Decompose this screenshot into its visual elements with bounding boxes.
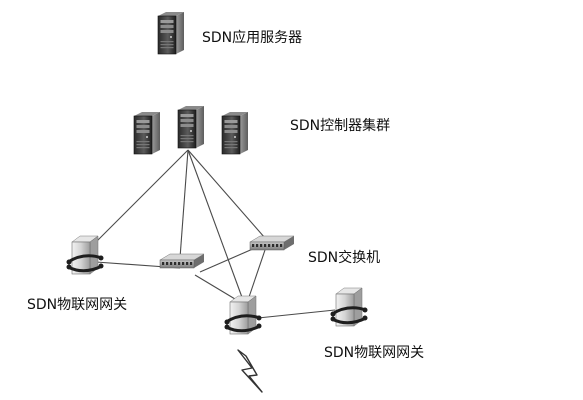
- controller-cluster-label: SDN控制器集群: [290, 117, 390, 134]
- controller-server-icon: [221, 111, 249, 155]
- link-controller-to-left-switch: [179, 149, 189, 259]
- left-gateway-label: SDN物联网网关: [27, 297, 127, 313]
- link-controller-to-left-gateway: [95, 149, 189, 243]
- controller-server-icon: [177, 105, 205, 149]
- controller-server-icon: [133, 111, 161, 155]
- app-server-icon: [157, 11, 185, 55]
- app-server-label: SDN应用服务器: [202, 29, 302, 46]
- right-gateway-label: SDN物联网网关: [324, 345, 424, 361]
- link-right-switch-to-center-gateway: [247, 249, 266, 301]
- links: [95, 149, 336, 319]
- link-controller-to-right-switch: [187, 149, 266, 239]
- controller-cluster: [133, 105, 249, 155]
- sdn-switch-icon: [249, 235, 295, 251]
- center-iot-gateway-icon: [223, 294, 263, 336]
- sdn-switch-icon: [159, 253, 205, 269]
- link-left-switch-to-center-gateway: [194, 274, 241, 303]
- link-center-gateway-to-right-gateway: [257, 309, 336, 319]
- switch-label: SDN交换机: [308, 249, 380, 266]
- left-iot-gateway-icon: [65, 234, 105, 276]
- lightning-bolt-icon: [237, 349, 263, 393]
- right-iot-gateway-icon: [329, 286, 369, 328]
- link-left-switch-to-right-switch: [199, 247, 256, 273]
- link-controller-to-center-gateway: [187, 149, 244, 301]
